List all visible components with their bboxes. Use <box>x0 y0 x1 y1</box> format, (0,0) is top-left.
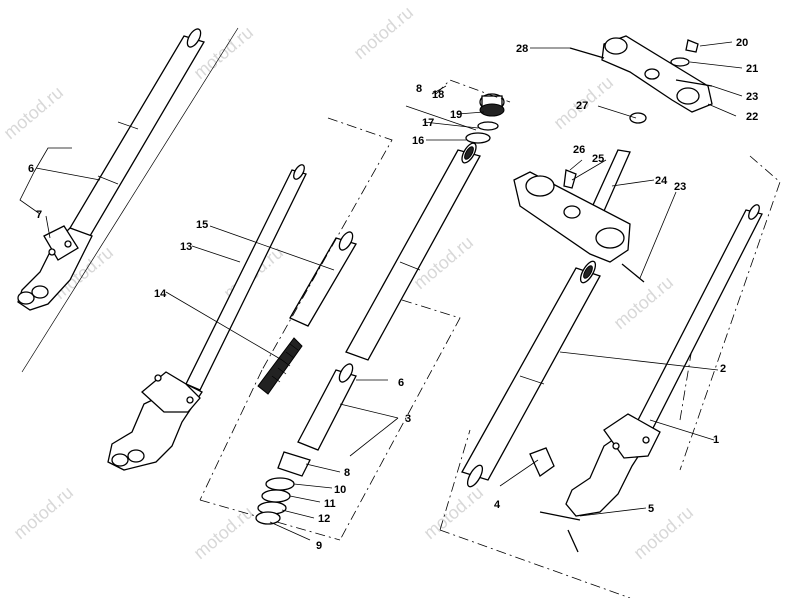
callout-6-bushing: 6 <box>398 377 404 389</box>
callout-14: 14 <box>154 288 167 300</box>
callout-6-left-leg: 6 <box>28 163 34 175</box>
right-outer-tube <box>461 260 601 488</box>
inner-tube-group <box>255 142 481 525</box>
callout-labels: 1 2 3 4 5 6 6 7 8 8 9 10 11 12 13 14 15 … <box>28 37 758 552</box>
callout-3: 3 <box>405 413 411 425</box>
callout-21: 21 <box>746 63 758 75</box>
callout-5: 5 <box>648 503 654 515</box>
callout-22: 22 <box>746 111 758 123</box>
callout-4: 4 <box>494 499 501 511</box>
callout-1: 1 <box>713 434 719 446</box>
callout-17: 17 <box>422 117 434 129</box>
callout-23-top: 23 <box>746 91 758 103</box>
callout-27: 27 <box>576 100 588 112</box>
watermark: motod.ru <box>420 482 487 543</box>
callout-10: 10 <box>334 484 346 496</box>
callout-18: 18 <box>432 89 444 101</box>
callout-8-lower-bushing: 8 <box>344 467 350 479</box>
callout-12: 12 <box>318 513 330 525</box>
watermark: motod.ru <box>190 502 257 563</box>
callout-23-bottom: 23 <box>674 181 686 193</box>
upper-triple-clamp <box>569 35 713 124</box>
watermark: motod.ru <box>350 2 417 63</box>
watermark: motod.ru <box>0 82 67 143</box>
callout-28: 28 <box>516 43 528 55</box>
callout-13: 13 <box>180 241 192 253</box>
watermark: motod.ru <box>630 502 697 563</box>
callout-7: 7 <box>36 209 42 221</box>
callout-25: 25 <box>592 153 604 165</box>
callout-24: 24 <box>655 175 668 187</box>
lower-triple-clamp <box>513 149 645 283</box>
fork-cap-group <box>435 79 511 144</box>
leader-lines <box>19 41 743 541</box>
callout-26: 26 <box>573 144 585 156</box>
callout-8-cap-group: 8 <box>416 83 422 95</box>
callout-2: 2 <box>720 363 726 375</box>
watermark: motod.ru <box>10 482 77 543</box>
callout-9: 9 <box>316 540 322 552</box>
right-fork-leg <box>539 204 763 553</box>
assembly-lines <box>199 117 781 598</box>
callout-15: 15 <box>196 219 208 231</box>
callout-19: 19 <box>450 109 462 121</box>
fork-spring <box>257 337 303 395</box>
center-left-fork-leg <box>107 164 357 471</box>
callout-20: 20 <box>736 37 748 49</box>
callout-16: 16 <box>412 135 424 147</box>
left-fork-leg <box>17 27 239 373</box>
callout-11: 11 <box>324 498 336 510</box>
